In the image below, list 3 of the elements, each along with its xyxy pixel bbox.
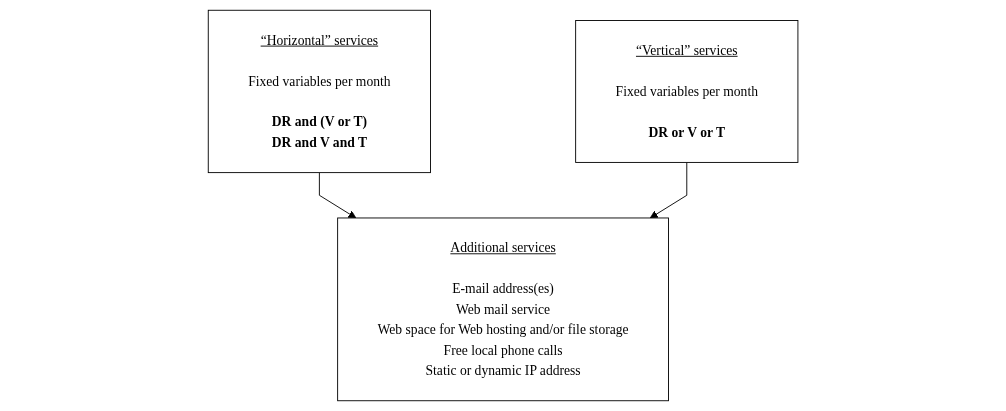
node-box: “Vertical” services Fixed variables per month DR or V or T: [575, 20, 799, 163]
node-box: Additional services E-mail address(es) Web mail service Web space for Web hosting and/or file storage Free local phone calls Static or dynamic IP address: [337, 217, 669, 402]
node-box: “Horizontal” services Fixed variables per month DR and (V or T) DR and V and T: [207, 9, 431, 174]
